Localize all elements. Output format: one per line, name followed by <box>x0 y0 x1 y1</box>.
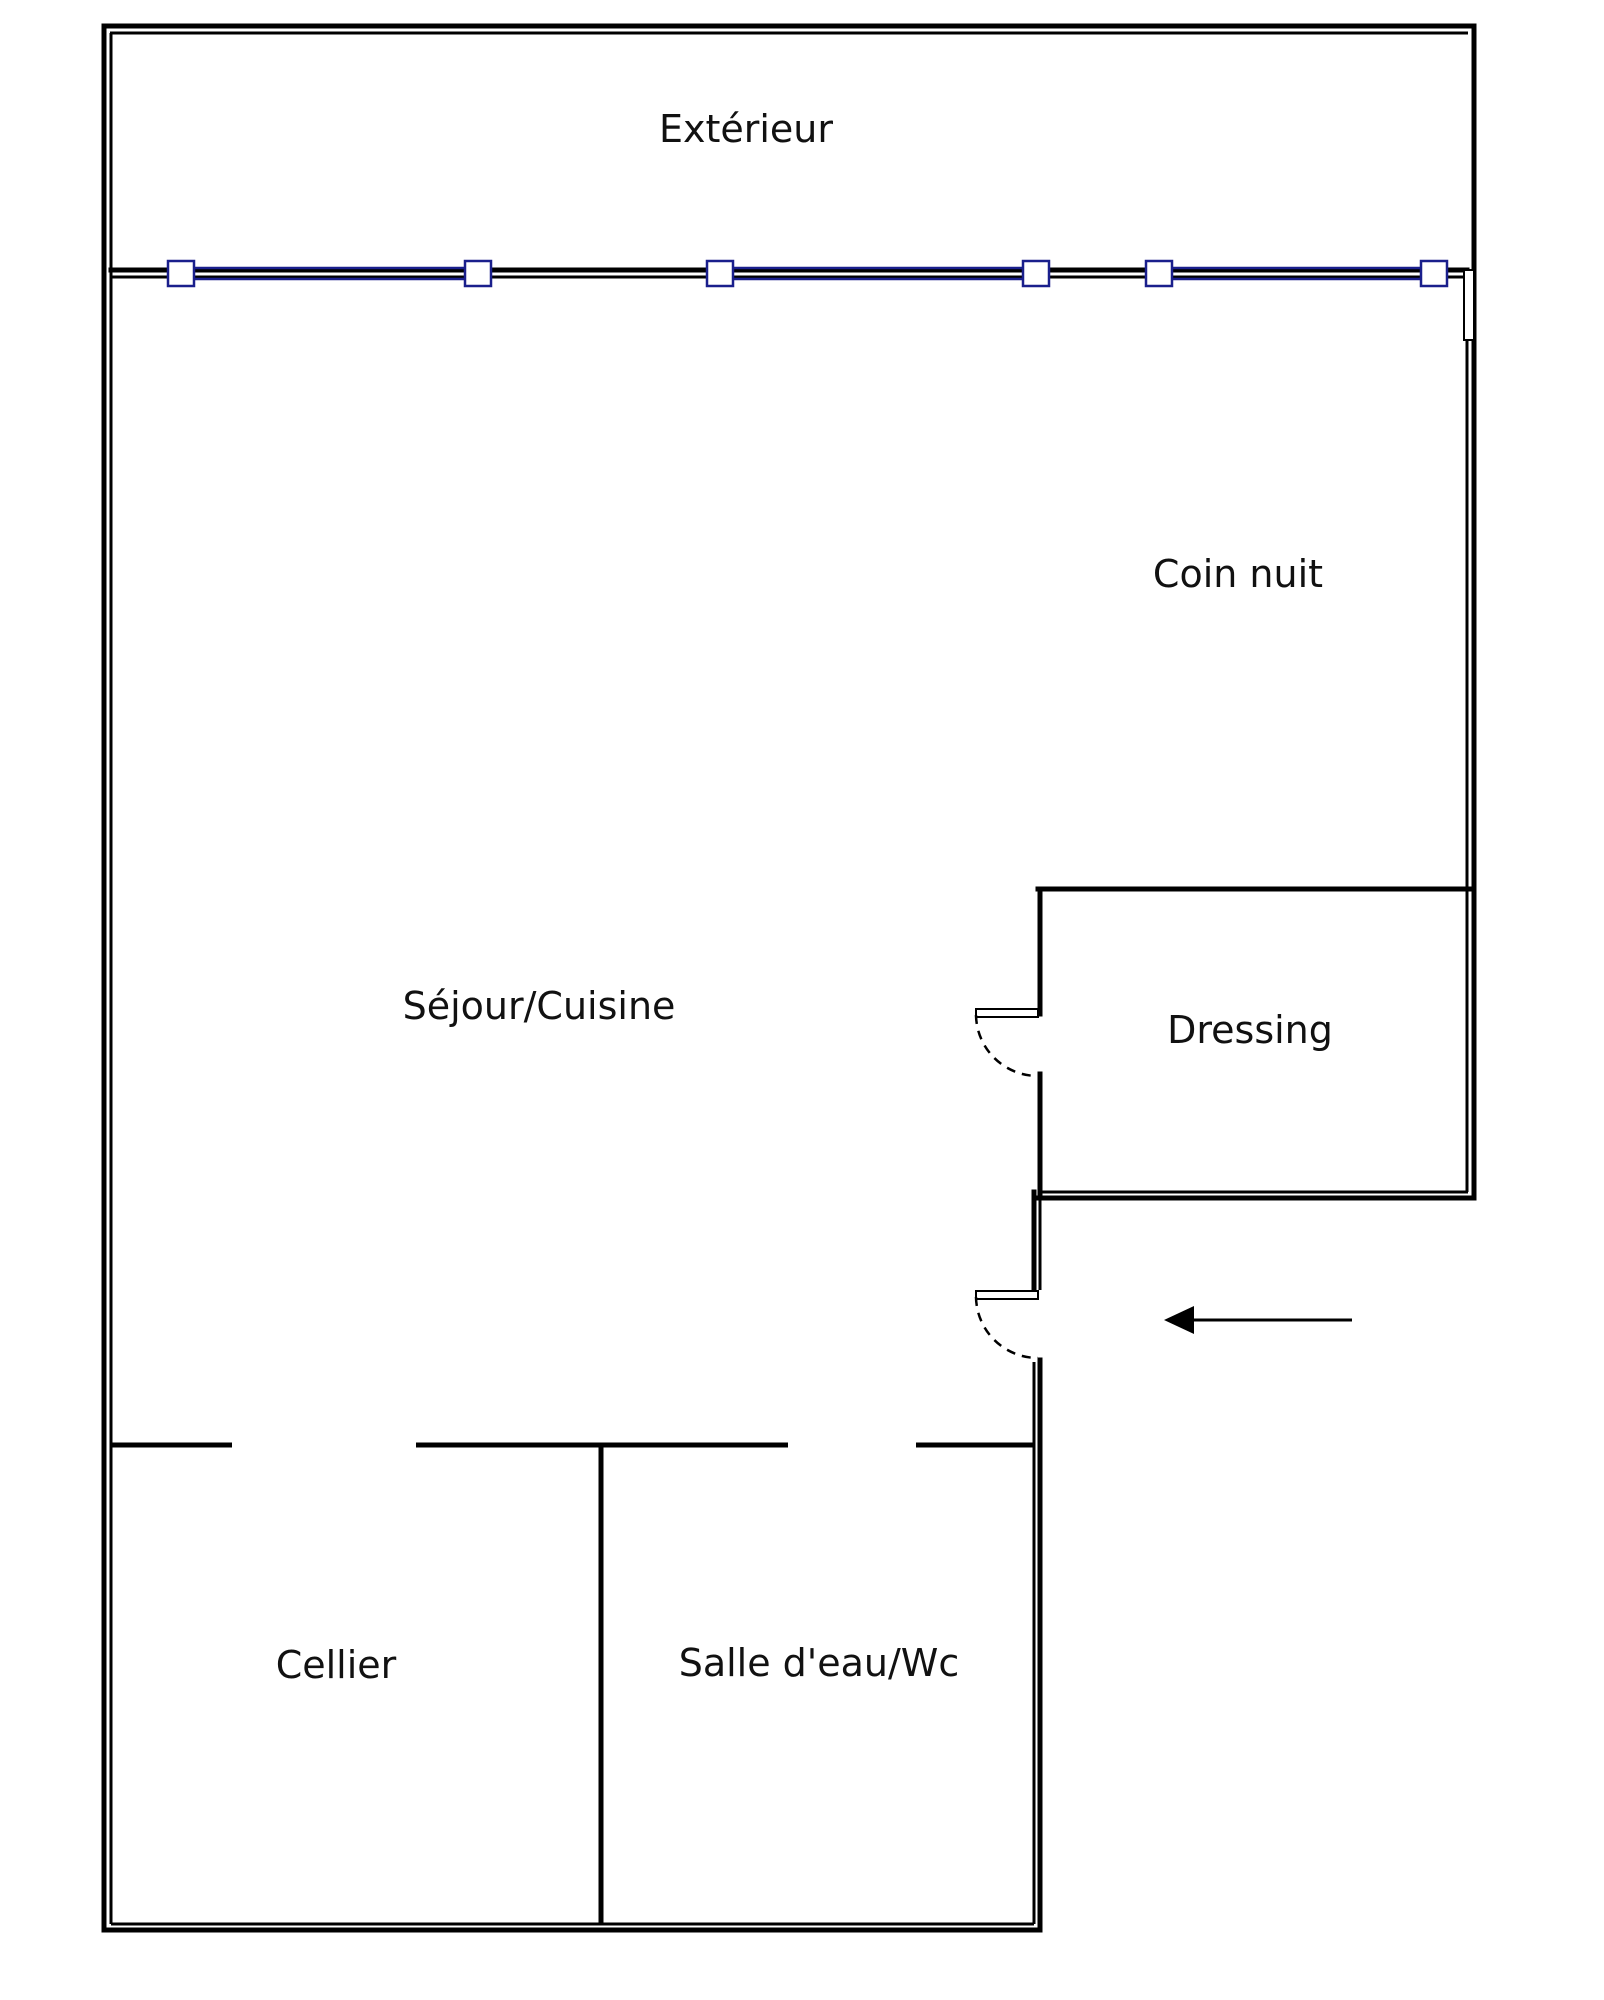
door-entrance[interactable] <box>974 1290 1039 1360</box>
room-label-dressing: Dressing <box>1167 1008 1333 1052</box>
room-label-cellier: Cellier <box>276 1643 397 1687</box>
door-dressing[interactable] <box>974 1008 1039 1078</box>
outer-walls <box>101 23 1477 1933</box>
arrow-left-icon <box>1164 1306 1352 1334</box>
window-jamb <box>1463 269 1475 341</box>
interior-partitions <box>111 1442 1034 1924</box>
window-wall <box>108 259 1475 341</box>
dressing-walls <box>1031 886 1477 1293</box>
room-label-salle-eau-wc: Salle d'eau/Wc <box>679 1641 960 1685</box>
room-label-coin-nuit: Coin nuit <box>1153 552 1323 596</box>
room-label-exterieur: Extérieur <box>659 107 833 151</box>
window-posts <box>166 259 1449 288</box>
room-label-sejour-cuisine: Séjour/Cuisine <box>403 984 676 1028</box>
window-glazing <box>181 266 1434 281</box>
